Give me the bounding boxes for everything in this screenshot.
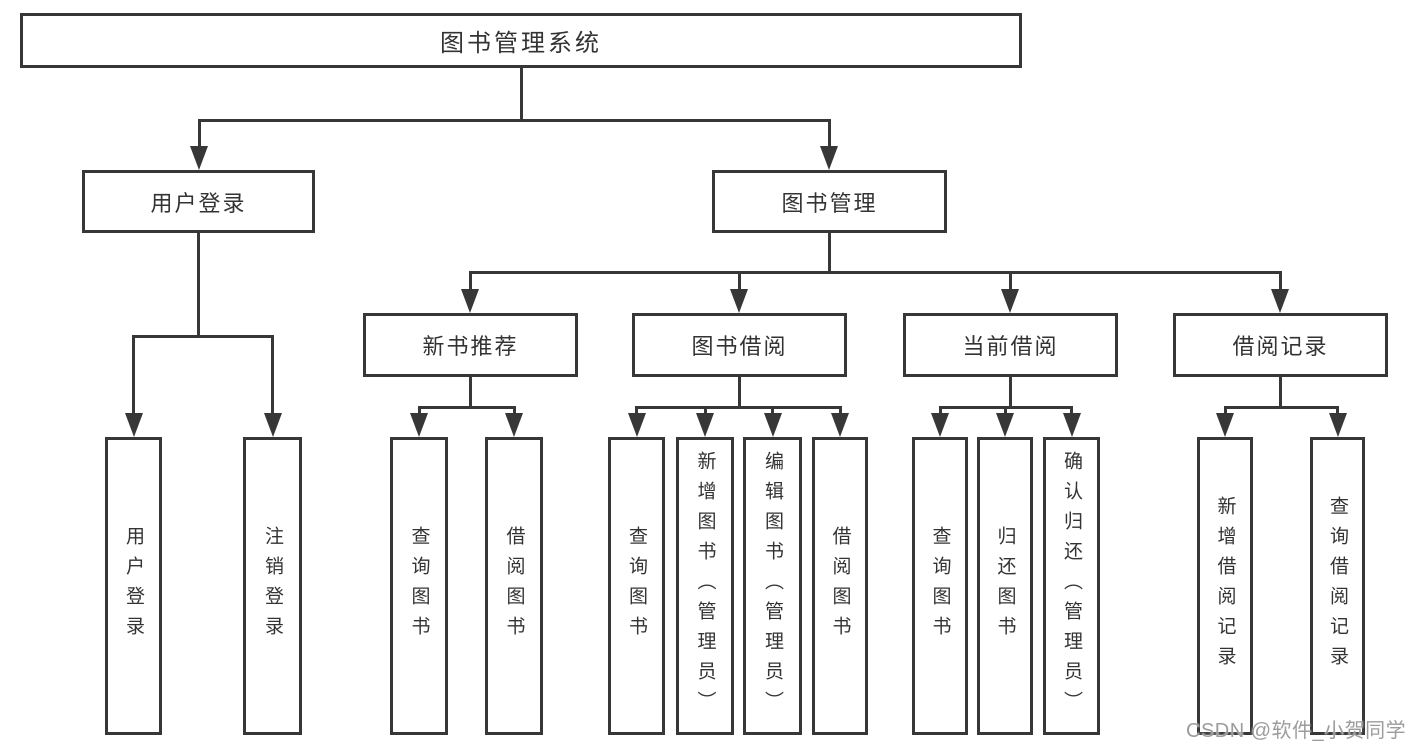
connector-current-borrow-drop-3 [1070,406,1073,414]
arrow-to-query-borrow-record [1329,413,1347,437]
leaf-query-books-borrow-label: 查询图书 [626,526,647,646]
node-root-label: 图书管理系统 [440,30,602,57]
connector-book-borrow-drop-4 [839,406,842,414]
leaf-return-books-label: 归还图书 [994,526,1016,646]
connector-book-borrow-stem [738,377,741,409]
connector-drop-new-book [469,271,472,290]
arrow-to-confirm-return-admin [1063,413,1081,437]
arrow-to-query-books-newrec [410,413,428,437]
node-new-book-recommend: 新书推荐 [363,313,578,377]
node-book-management-label: 图书管理 [781,190,878,216]
connector-root-bar [198,119,831,122]
node-user-login-label: 用户登录 [150,190,247,216]
connector-new-book-bar [418,406,516,409]
arrow-to-query-books-current [931,413,949,437]
connector-new-book-drop-2 [513,406,516,414]
arrow-to-book-borrowing [730,289,748,313]
node-root: 图书管理系统 [20,13,1022,68]
connector-borrow-records-drop-1 [1224,406,1227,414]
arrow-to-user-login [190,146,208,170]
arrow-to-leaf-user-login [125,413,143,437]
arrow-to-query-books-borrow [628,413,646,437]
arrow-to-add-books-admin [696,413,714,437]
connector-borrow-records-bar [1224,406,1339,409]
connector-book-borrow-drop-1 [635,406,638,414]
arrow-to-book-management [820,146,838,170]
leaf-borrow-books-borrow: 借阅图书 [812,437,868,735]
node-current-borrowing: 当前借阅 [903,313,1118,377]
connector-current-borrow-stem [1009,377,1012,409]
connector-user-login-drop-1 [132,335,135,415]
leaf-borrow-books-newrec: 借阅图书 [485,437,543,735]
connector-user-login-bar [132,335,274,338]
leaf-add-books-admin-label: 新增图书（管理员） [694,451,716,721]
arrow-to-return-books [996,413,1014,437]
arrow-to-leaf-logout [264,413,282,437]
node-new-book-recommend-label: 新书推荐 [422,334,519,359]
leaf-user-login: 用户登录 [105,437,162,735]
node-borrowing-records-label: 借阅记录 [1232,334,1329,359]
connector-root-stem [520,68,523,122]
arrow-to-current-borrowing [1001,289,1019,313]
leaf-user-login-label: 用户登录 [123,526,144,646]
leaf-edit-books-admin: 编辑图书（管理员） [743,437,802,735]
node-user-login: 用户登录 [82,170,315,233]
connector-new-book-stem [469,377,472,409]
node-current-borrowing-label: 当前借阅 [962,334,1059,359]
leaf-return-books: 归还图书 [977,437,1033,735]
leaf-logout-login-label: 注销登录 [262,526,283,646]
leaf-add-borrow-record: 新增借阅记录 [1197,437,1253,735]
connector-borrow-records-stem [1279,377,1282,409]
node-book-borrowing-label: 图书借阅 [691,334,788,359]
leaf-query-books-current-label: 查询图书 [929,526,951,646]
leaf-borrow-books-newrec-label: 借阅图书 [503,526,525,646]
leaf-query-books-newrec: 查询图书 [390,437,448,735]
leaf-query-books-current: 查询图书 [912,437,968,735]
connector-drop-borrow-records [1279,271,1282,290]
connector-book-borrow-drop-2 [704,406,707,414]
connector-new-book-drop-1 [418,406,421,414]
node-borrowing-records: 借阅记录 [1173,313,1388,377]
connector-current-borrow-drop-2 [1004,406,1007,414]
leaf-add-books-admin: 新增图书（管理员） [676,437,734,735]
csdn-watermark: CSDN @软件_小贺同学 [1186,720,1405,742]
leaf-query-books-borrow: 查询图书 [608,437,665,735]
arrow-to-borrow-books-borrow [831,413,849,437]
leaf-logout-login: 注销登录 [243,437,302,735]
leaf-confirm-return-admin: 确认归还（管理员） [1043,437,1100,735]
connector-book-borrow-drop-3 [771,406,774,414]
connector-borrow-records-drop-2 [1336,406,1339,414]
leaf-query-books-newrec-label: 查询图书 [408,526,430,646]
arrow-to-edit-books-admin [764,413,782,437]
leaf-confirm-return-admin-label: 确认归还（管理员） [1061,451,1082,721]
connector-book-management-bar [469,271,1282,274]
leaf-query-borrow-record-label: 查询借阅记录 [1327,496,1348,676]
arrow-to-borrow-books-newrec [505,413,523,437]
leaf-query-borrow-record: 查询借阅记录 [1310,437,1365,735]
connector-book-borrow-bar [635,406,842,409]
arrow-to-borrowing-records [1271,289,1289,313]
connector-root-drop-left [198,119,201,146]
leaf-edit-books-admin-label: 编辑图书（管理员） [762,451,783,721]
node-book-borrowing: 图书借阅 [632,313,847,377]
node-book-management: 图书管理 [712,170,947,233]
connector-drop-book-borrow [738,271,741,290]
connector-user-login-stem [197,233,200,338]
connector-book-management-stem [828,233,831,274]
leaf-borrow-books-borrow-label: 借阅图书 [829,526,851,646]
leaf-add-borrow-record-label: 新增借阅记录 [1214,496,1236,676]
connector-user-login-drop-2 [271,335,274,415]
connector-current-borrow-drop-1 [939,406,942,414]
connector-root-drop-right [828,119,831,146]
connector-drop-current-borrow [1009,271,1012,290]
arrow-to-add-borrow-record [1216,413,1234,437]
arrow-to-new-book-recommend [461,289,479,313]
